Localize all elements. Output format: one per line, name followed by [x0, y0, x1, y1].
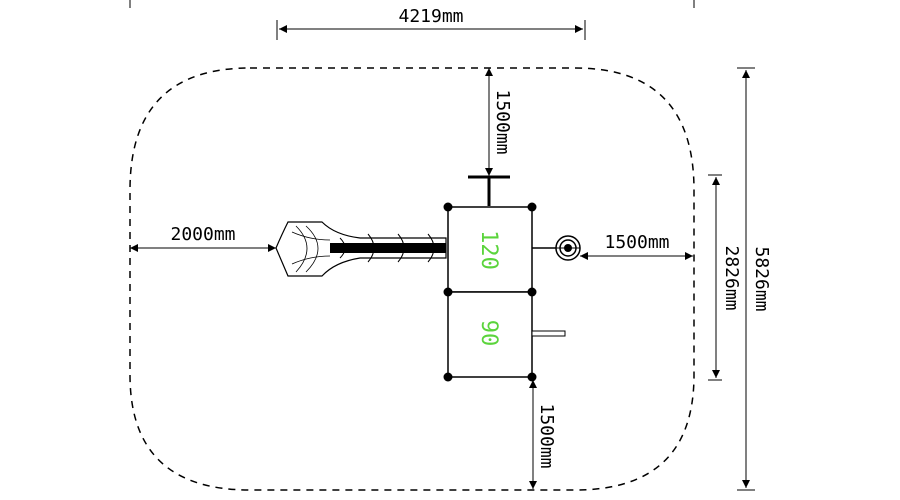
side-handrail: [531, 330, 566, 337]
round-play-panel: [532, 235, 581, 261]
top-width-label: 4219mm: [398, 6, 463, 27]
upper-platform: 120: [447, 206, 533, 293]
lower-platform: 90: [447, 291, 533, 378]
lower-platform-height: 90: [476, 320, 501, 347]
total-depth-label: 5826mm: [751, 246, 772, 311]
slide: [275, 221, 447, 277]
top-clearance-label: 1500mm: [492, 89, 513, 154]
top-handle-element: [468, 175, 510, 206]
total-depth-dimension: 5826mm: [737, 67, 772, 491]
structure-depth-dimension: 2826mm: [708, 174, 742, 381]
top-width-dimension: 4219mm: [276, 6, 586, 40]
safety-zone-boundary: [129, 67, 695, 491]
top-clearance-dimension: 1500mm: [485, 68, 513, 176]
left-clearance-label: 2000mm: [170, 224, 235, 245]
bottom-clearance-dimension: 1500mm: [529, 380, 557, 489]
bottom-clearance-label: 1500mm: [536, 403, 557, 468]
left-clearance-dimension: 2000mm: [130, 224, 276, 252]
corner-posts: [443, 202, 537, 382]
right-clearance-label: 1500mm: [604, 232, 669, 253]
upper-platform-height: 120: [476, 230, 501, 270]
right-clearance-dimension: 1500mm: [580, 232, 693, 260]
structure-depth-label: 2826mm: [721, 245, 742, 310]
